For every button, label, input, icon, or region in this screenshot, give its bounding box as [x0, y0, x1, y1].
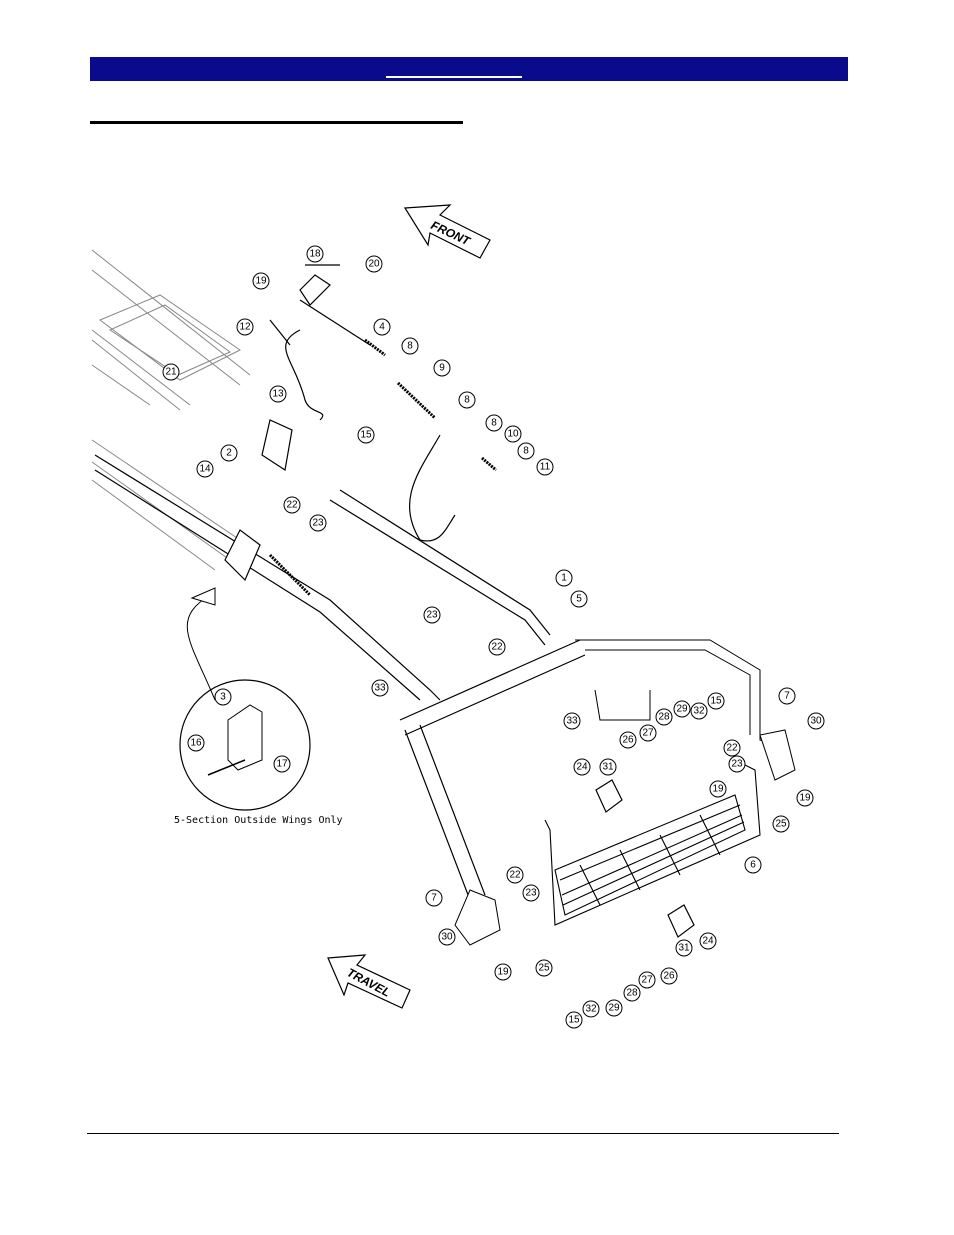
rolling-basket: [545, 760, 760, 925]
callout-number: 2: [226, 448, 232, 459]
callout-number: 33: [566, 716, 578, 727]
inset-detail: 5-Section Outside Wings Only: [174, 588, 343, 826]
callout-number: 23: [312, 518, 324, 529]
inset-note: 5-Section Outside Wings Only: [174, 815, 343, 826]
callout-number: 5: [576, 594, 582, 605]
callout-number: 12: [239, 322, 251, 333]
callout-number: 23: [426, 610, 438, 621]
callout-number: 8: [464, 395, 470, 406]
callout-number: 23: [525, 888, 537, 899]
callout-number: 28: [658, 712, 670, 723]
callout-number: 13: [272, 389, 284, 400]
callout-number: 7: [431, 893, 437, 904]
callout-number: 11: [540, 462, 551, 473]
frame-outline: [92, 250, 250, 570]
callout-number: 8: [407, 341, 413, 352]
callout-number: 7: [784, 691, 790, 702]
callout-number: 22: [491, 642, 503, 653]
travel-arrow: TRAVEL: [328, 955, 410, 1008]
callout-number: 16: [190, 738, 202, 749]
callout-number: 19: [712, 784, 724, 795]
callout-number: 24: [702, 936, 714, 947]
callout-number: 23: [731, 759, 743, 770]
support-frame: [455, 640, 795, 945]
callout-number: 32: [585, 1004, 597, 1015]
callout-number: 29: [608, 1003, 620, 1014]
front-arrow: FRONT: [405, 205, 490, 258]
callout-number: 25: [775, 819, 787, 830]
callout-number: 24: [576, 762, 588, 773]
callout-number: 4: [379, 322, 385, 333]
callout-number: 26: [663, 971, 675, 982]
callout-number: 28: [626, 988, 638, 999]
callout-number: 26: [622, 735, 634, 746]
callout-number: 19: [799, 793, 811, 804]
callout-number: 17: [276, 759, 288, 770]
springs: [270, 340, 496, 595]
callout-number: 15: [568, 1015, 580, 1026]
callout-number: 31: [602, 762, 614, 773]
callout-number: 10: [507, 429, 519, 440]
callout-number: 15: [360, 430, 372, 441]
callout-number: 27: [641, 975, 653, 986]
callout-number: 33: [374, 683, 386, 694]
callout-number: 19: [497, 967, 509, 978]
callout-number: 18: [309, 249, 321, 260]
callout-number: 15: [710, 696, 722, 707]
callout-number: 20: [368, 259, 380, 270]
callout-number: 21: [165, 367, 177, 378]
callout-number: 14: [199, 464, 211, 475]
callout-number: 9: [439, 363, 445, 374]
callout-number: 22: [286, 500, 298, 511]
callout-number: 6: [750, 860, 756, 871]
callout-number: 30: [810, 716, 822, 727]
callout-number: 1: [561, 573, 567, 584]
callout-number: 22: [726, 743, 738, 754]
callout-number: 8: [523, 446, 529, 457]
callout-number: 31: [678, 943, 690, 954]
callout-number: 19: [255, 276, 267, 287]
callout-number: 22: [509, 870, 521, 881]
callout-number: 29: [676, 704, 688, 715]
callout-number: 3: [220, 692, 226, 703]
callout-number: 30: [441, 932, 453, 943]
callout-number: 8: [491, 418, 497, 429]
callout-number: 32: [693, 706, 705, 717]
callout-number: 25: [538, 963, 550, 974]
callout-number: 27: [642, 728, 654, 739]
